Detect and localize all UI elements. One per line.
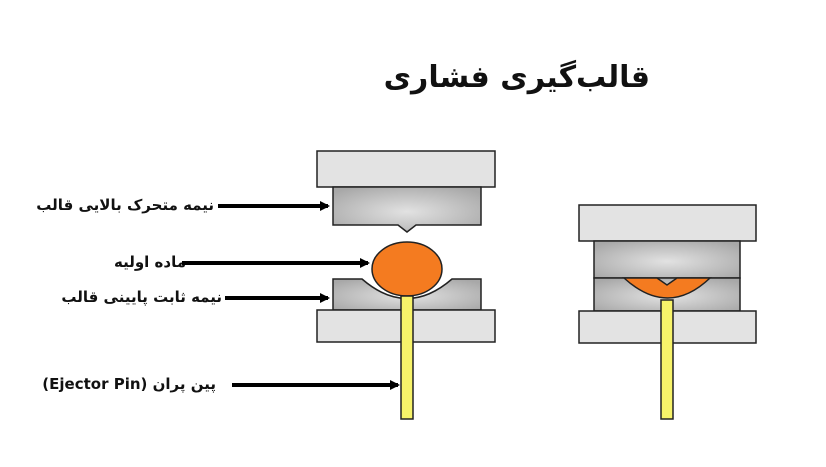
label-upper-moving-half: نیمه متحرک بالایی قالب bbox=[36, 196, 214, 214]
top-plate-right bbox=[578, 204, 757, 242]
ejector-pin-left bbox=[400, 295, 414, 420]
upper-mold-half-right bbox=[593, 240, 741, 279]
open-mold-assembly bbox=[316, 150, 496, 420]
label-lower-fixed-half: نیمه ثابت پایینی قالب bbox=[61, 288, 222, 306]
upper-mold-half-left bbox=[332, 186, 482, 233]
compressed-material bbox=[622, 277, 712, 299]
label-ejector-pin: پین پران (Ejector Pin) bbox=[42, 375, 216, 393]
closed-mold-assembly bbox=[578, 204, 757, 420]
top-plate-left bbox=[316, 150, 496, 188]
lower-mold-half-left bbox=[332, 278, 482, 311]
label-raw-material: ماده اولیه bbox=[113, 253, 186, 271]
diagram-title: قالب‌گیری فشاری bbox=[383, 60, 650, 95]
ejector-pin-right bbox=[660, 299, 674, 420]
raw-material-blob bbox=[371, 241, 443, 297]
